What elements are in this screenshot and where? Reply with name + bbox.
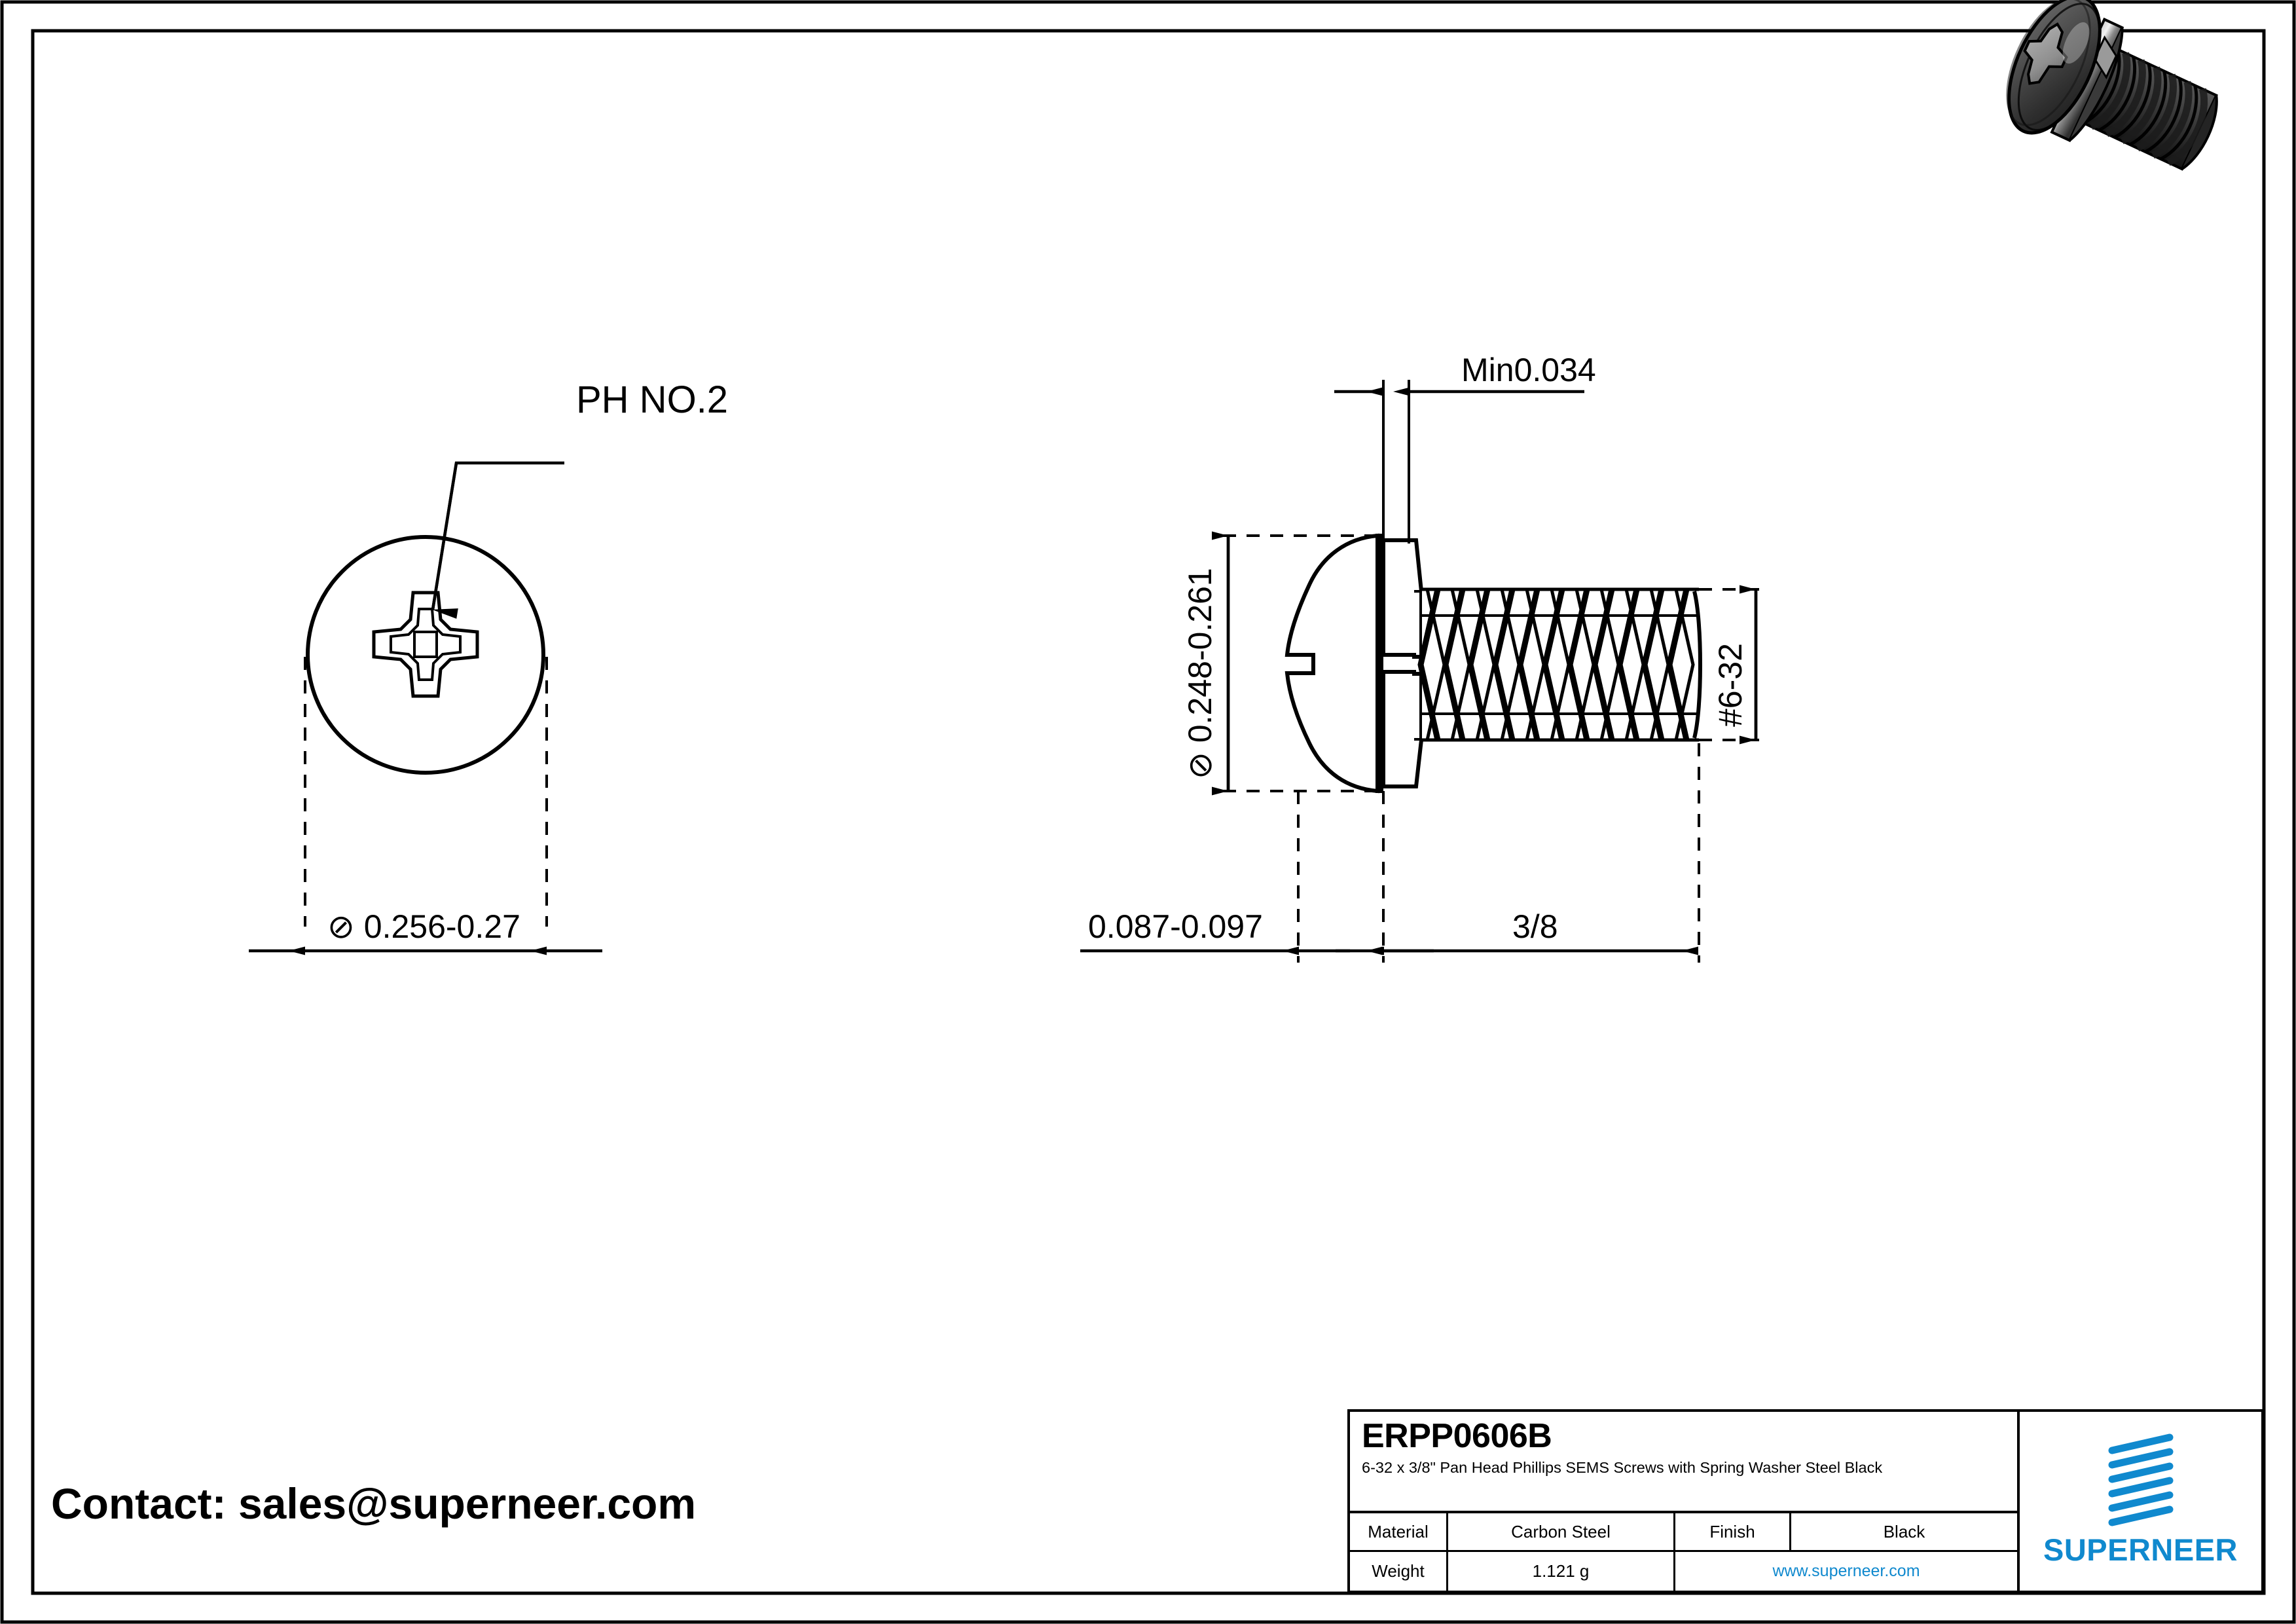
length-dimension-chain [1080, 743, 1700, 963]
finish-value: Black [1883, 1521, 1925, 1541]
thread-size-dimension [1699, 585, 1768, 745]
side-view-screw-profile [1080, 380, 1768, 963]
part-description: 6-32 x 3/8" Pan Head Phillips SEMS Screw… [1362, 1458, 1883, 1476]
render-phillips-recess [2023, 22, 2068, 85]
part-number: ERPP0606B [1362, 1417, 1552, 1455]
side-head-diameter-dimension [1212, 531, 1377, 796]
render-pan-head [2006, 0, 2102, 135]
recess-depth-dimension [1334, 380, 1584, 544]
dim-head-diameter-top: ⊘ 0.256-0.27 [327, 908, 520, 945]
brand-logo: SUPERNEER [2020, 1412, 2261, 1591]
material-finish-row: Material Carbon Steel Finish Black [1350, 1513, 2017, 1553]
isometric-screw-render [2006, 0, 2218, 171]
brand-wordmark: SUPERNEER [2043, 1532, 2238, 1567]
dim-head-height: 0.087-0.097 [1088, 908, 1263, 945]
top-view-screw-head [249, 461, 602, 955]
weight-website-row: Weight 1.121 g www.superneer.com [1350, 1552, 2017, 1591]
dim-head-diameter-side: ⊘ 0.248-0.261 [1182, 568, 1218, 779]
callout-ph-no2: PH NO.2 [576, 378, 728, 421]
ph-no2-leader [431, 461, 564, 619]
phillips-recess [372, 591, 479, 698]
spring-washer [1381, 538, 1423, 788]
thread-shank [1417, 587, 1702, 742]
title-block-left: ERPP0606B 6-32 x 3/8" Pan Head Phillips … [1350, 1412, 2020, 1591]
superneer-logo-icon [2108, 1433, 2173, 1526]
top-view-diameter-dimension [249, 657, 602, 955]
material-value: Carbon Steel [1448, 1513, 1675, 1551]
dimension-text-layer: PH NO.2 ⊘ 0.256-0.27 ⊘ 0.248-0.261 Min0.… [327, 352, 1749, 945]
dim-thread-length: 3/8 [1512, 908, 1558, 945]
dim-thread-size: #6-32 [1712, 643, 1749, 727]
title-block: ERPP0606B 6-32 x 3/8" Pan Head Phillips … [1347, 1409, 2264, 1593]
title-block-header: ERPP0606B 6-32 x 3/8" Pan Head Phillips … [1350, 1412, 2017, 1513]
dim-recess-min-depth: Min0.034 [1461, 352, 1596, 388]
weight-label: Weight [1350, 1552, 1448, 1591]
material-label: Material [1350, 1513, 1448, 1551]
website-link[interactable]: www.superneer.com [1772, 1562, 1920, 1581]
finish-label: Finish [1675, 1513, 1791, 1551]
pan-head-profile [1285, 533, 1379, 794]
head-flat-face [1376, 534, 1383, 793]
contact-line: Contact: sales@superneer.com [51, 1479, 697, 1528]
weight-value: 1.121 g [1448, 1552, 1675, 1591]
